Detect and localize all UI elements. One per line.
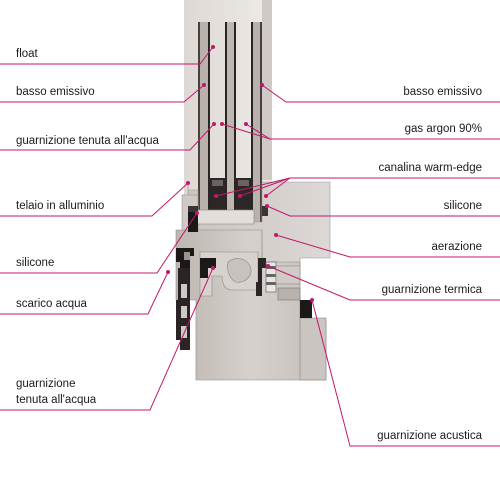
leader-canalina-2 [239,177,291,197]
leader-float [0,46,214,65]
label-aerazione: aerazione [431,241,482,253]
label-silicone-left: silicone [16,257,55,269]
label-gas-argon: gas argon 90% [404,123,482,135]
leader-aerazione [275,234,500,258]
leader-basso-emissivo-left [0,84,205,103]
label-basso-emissivo-left: basso emissivo [16,86,95,98]
label-guarnizione-termica: guarnizione termica [381,284,482,296]
label-silicone-right: silicone [443,200,482,212]
silicone-beads [188,206,268,216]
leader-silicone-right [266,205,500,217]
leader-scarico-acqua [0,271,169,315]
label-canalina: canalina warm-edge [378,162,482,174]
leader-gas-argon-2 [221,123,271,140]
glass-panes [198,22,262,222]
label-telaio-alluminio: telaio in alluminio [16,200,105,212]
leader-guarnizione-tenuta-2 [0,267,214,411]
leader-telaio-alluminio [0,182,189,217]
leader-guarnizione-tenuta-1 [0,123,215,151]
seals [176,212,312,350]
label-guarnizione-tenuta-1: guarnizione tenuta all'acqua [16,135,159,147]
leader-lines [0,46,500,447]
leader-basso-emissivo-right [261,84,500,103]
label-scarico-acqua: scarico acqua [16,298,87,310]
spacer-bars [210,178,251,210]
label-guarnizione-line2: tenuta all'acqua [16,394,97,406]
label-basso-emissivo-right: basso emissivo [403,86,482,98]
leader-silicone-left [0,212,198,274]
label-guarnizione-acustica: guarnizione acustica [377,430,482,442]
label-guarnizione-line1: guarnizione [16,378,76,390]
leader-guarnizione-termica [267,265,500,301]
label-float: float [16,48,38,60]
leader-guarnizione-acustica [311,299,500,447]
leader-canalina-3 [215,177,291,197]
leader-dots [166,45,314,302]
